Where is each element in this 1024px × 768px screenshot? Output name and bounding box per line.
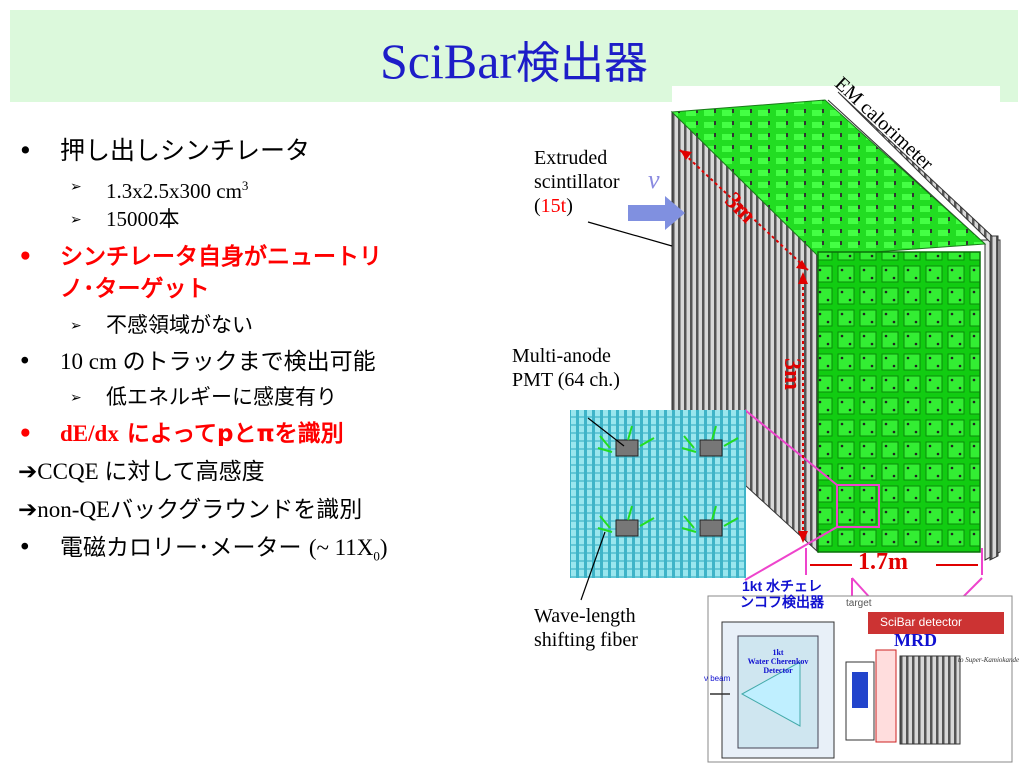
inset-wc-label: 1kt Water Cherenkov Detector bbox=[747, 648, 809, 675]
sub-bullet-low-energy: ➢低エネルギーに感度有り bbox=[70, 385, 337, 409]
nu-symbol: ν bbox=[648, 165, 660, 194]
bullet-list: •押し出しシンチレータ ➢1.3x2.5x300 cm3 ➢15000本 •シン… bbox=[18, 136, 523, 580]
bullet-em-calorimeter: •電磁カロリー･メーター (~ 11X0) bbox=[18, 535, 388, 564]
title-bar: SciBar検出器 bbox=[10, 10, 1018, 102]
inset-beam-label: ν beam bbox=[704, 674, 731, 683]
bullet-dedx: •dE/dx によってpとπを識別 bbox=[18, 421, 344, 447]
sub-bullet-no-dead: ➢不感領域がない bbox=[70, 313, 253, 337]
sub-bullet-size: ➢1.3x2.5x300 cm3 bbox=[70, 178, 249, 203]
sub-bullet-count: ➢15000本 bbox=[70, 207, 180, 231]
inset-superk-label: to Super-Kamiokande bbox=[958, 656, 1020, 664]
bullet-tracking: •10 cm のトラックまで検出可能 bbox=[18, 349, 376, 375]
slide-title: SciBar検出器 bbox=[379, 33, 649, 89]
inset-scibar-label: SciBar detector bbox=[880, 615, 963, 629]
dim-width: 1.7m bbox=[858, 549, 908, 575]
dim-3m-side: 3m bbox=[779, 358, 805, 390]
bullet-target: •シンチレータ自身がニュートリノ･ターゲット bbox=[18, 244, 382, 302]
inset-mrd-label: MRD bbox=[894, 630, 937, 650]
multi-anode-label: Multi-anode PMT (64 ch.) bbox=[512, 345, 620, 391]
bullet-extruded: •押し出しシンチレータ bbox=[18, 136, 311, 165]
extruded-label: Extruded scintillator (15t) bbox=[534, 147, 620, 217]
arrow-ccqe: ➔CCQE に対して高感度 bbox=[18, 459, 265, 485]
wls-label: Wave-length shifting fiber bbox=[534, 605, 638, 651]
inset-target-label: target bbox=[846, 598, 872, 609]
water-cherenkov-label: 1kt 水チェレ ンコフ検出器 bbox=[740, 578, 824, 610]
arrow-nonqe: ➔non-QEバックグラウンドを識別 bbox=[18, 497, 363, 523]
